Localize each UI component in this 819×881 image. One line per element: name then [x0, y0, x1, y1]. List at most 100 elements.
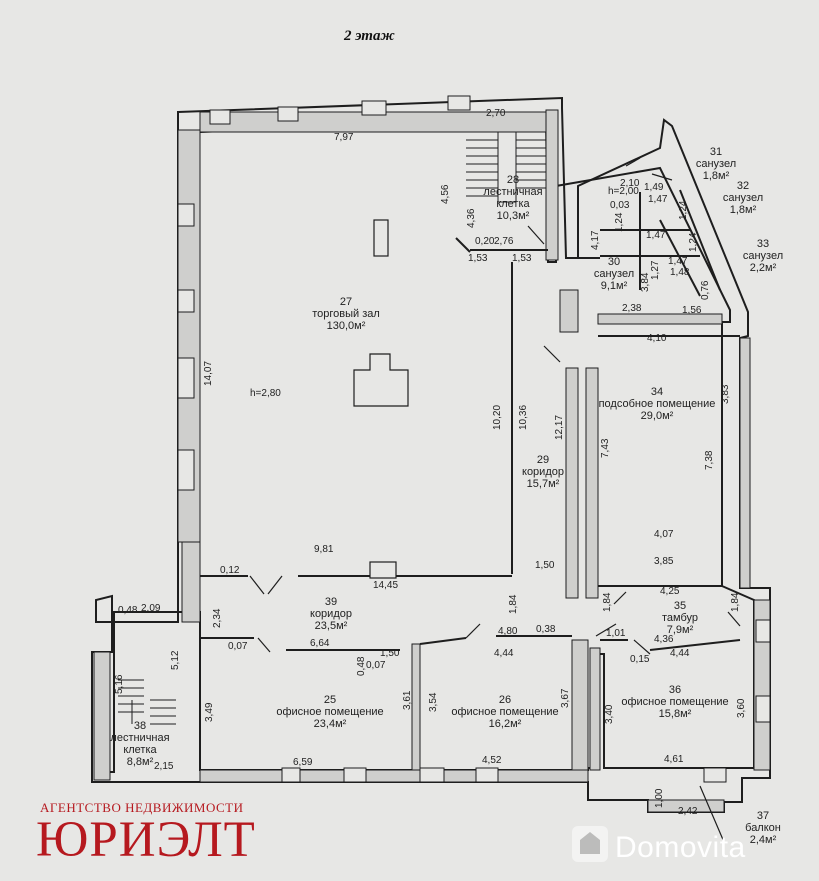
room-number: 39	[324, 596, 338, 608]
dimension-label: 4,25	[660, 586, 680, 597]
room-26-label: 26 офисное помещение 16,2м²	[451, 694, 558, 730]
dimension-label: 1,56	[682, 305, 702, 316]
ceiling-height-label: h=2,00	[608, 186, 639, 197]
dimension-label: 4,52	[482, 755, 502, 766]
room-25-label: 25 офисное помещение 23,4м²	[276, 694, 383, 730]
room-area: 130,0м²	[326, 320, 366, 332]
room-name: лестничная	[483, 186, 543, 198]
dimension-label: 1,84	[730, 592, 741, 612]
wall-segment-office-right-divider	[589, 647, 601, 771]
room-name: коридор	[522, 466, 564, 478]
dimension-label: 4,44	[670, 648, 690, 659]
wall-segment-left-lower	[181, 541, 201, 623]
dimension-label: 3,40	[604, 704, 615, 724]
dimension-label: 0,48	[118, 605, 138, 616]
room-32-label: 32 санузел 1,8м²	[723, 180, 763, 216]
room-number: 33	[756, 238, 770, 250]
dimension-label: 5,16	[114, 674, 125, 694]
room-31-label: 31 санузел 1,8м²	[696, 146, 736, 182]
dimension-label: 10,20	[492, 404, 503, 430]
room-38-label: 38 лестничная клетка 8,8м²	[110, 720, 169, 768]
dimension-label: 12,17	[554, 414, 565, 440]
dimension-label: 1,48	[670, 267, 690, 278]
room-area: 9,1м²	[600, 280, 628, 292]
column-3	[369, 561, 397, 579]
dimension-label: 3,83	[720, 384, 731, 404]
dimension-label: 6,59	[293, 757, 313, 768]
dimension-label: 2,10	[620, 178, 640, 189]
room-name: офисное помещение	[621, 696, 729, 708]
room-name: торговый зал	[312, 308, 380, 320]
room-33-label: 33 санузел 2,2м²	[743, 238, 783, 274]
dimension-label: 14,45	[373, 580, 399, 591]
room-number: 29	[536, 454, 550, 466]
dimension-label: 1,53	[468, 253, 488, 264]
room-number: 26	[498, 694, 512, 706]
room-name: балкон	[745, 822, 781, 834]
room-number: 32	[736, 180, 750, 192]
room-area: 29,0м²	[640, 410, 674, 422]
dimension-label: 4,80	[498, 626, 518, 637]
agency-tagline: АГЕНТСТВО НЕДВИЖИМОСТИ	[40, 800, 244, 815]
room-name: санузел	[742, 250, 784, 262]
room-area: 1,8м²	[729, 204, 757, 216]
room-area: 23,5м²	[314, 620, 348, 632]
dimension-label: 1,47	[668, 256, 688, 267]
dimension-label: 1,24	[614, 212, 625, 232]
room-area: 2,2м²	[749, 262, 777, 274]
wall-segment-right	[739, 337, 751, 589]
room-name: коридор	[310, 608, 352, 620]
room-34-label: 34 подсобное помещение 29,0м²	[599, 386, 716, 422]
room-area: 10,3м²	[496, 210, 530, 222]
dimension-label: 14,07	[203, 360, 214, 386]
dimension-label: 0,38	[536, 624, 556, 635]
wall-segment-corridor-right	[585, 367, 599, 599]
dimension-label: 1,24	[688, 232, 699, 252]
room-number: 28	[506, 174, 520, 186]
room-name: подсобное помещение	[598, 398, 716, 410]
dimension-label: 0,20	[475, 236, 495, 247]
dimension-label: 1,27	[650, 260, 661, 280]
room-area: 16,2м²	[488, 718, 522, 730]
room-number: 38	[133, 720, 147, 732]
room-36-label: 36 офисное помещение 15,8м²	[621, 684, 728, 720]
dimension-label: 5,12	[170, 650, 181, 670]
dimension-label: 0,15	[630, 654, 650, 665]
dimension-label: 1,50	[380, 648, 400, 659]
dimension-label: 7,97	[334, 132, 354, 143]
doors	[249, 157, 741, 843]
wall-segment-sanuzel-left	[559, 289, 579, 333]
room-name-2: клетка	[496, 198, 530, 210]
wall-segment-sanuzel-bottom	[597, 313, 723, 325]
dimension-label: 1,50	[535, 560, 555, 571]
dimension-label: 0,03	[610, 200, 630, 211]
room-29-label: 29 коридор 15,7м²	[522, 454, 564, 490]
room-name: санузел	[593, 268, 635, 280]
room-35-label: 35 тамбур 7,9м²	[662, 600, 698, 636]
room-number: 37	[756, 810, 770, 822]
dimension-label: 0,07	[366, 660, 386, 671]
dimension-label: 1,84	[602, 592, 613, 612]
dimension-label: 1,00	[654, 788, 665, 808]
dimension-label: 0,48	[356, 656, 367, 676]
dimension-label: 4,07	[654, 529, 674, 540]
windows	[177, 95, 771, 783]
dimension-label: 0,76	[700, 280, 711, 300]
dimension-label: 1,49	[644, 182, 664, 193]
watermark-text: Domovita	[615, 831, 746, 864]
room-name: офисное помещение	[451, 706, 559, 718]
dimension-label: 3,67	[560, 688, 571, 708]
room-area: 15,8м²	[658, 708, 692, 720]
wall-segment-stair-left	[93, 651, 111, 781]
room-name: офисное помещение	[276, 706, 384, 718]
room-27-label: 27 торговый зал 130,0м²	[312, 296, 380, 332]
dimension-label: 10,36	[518, 404, 529, 430]
dimension-label: 1,01	[606, 628, 626, 639]
dimension-label: 2,34	[212, 608, 223, 628]
dimension-label: 4,36	[466, 208, 477, 228]
room-number: 27	[339, 296, 353, 308]
room-name: санузел	[695, 158, 737, 170]
room-30-label: 30 санузел 9,1м²	[594, 256, 634, 292]
column-2	[353, 353, 409, 407]
dimension-label: 3,61	[402, 690, 413, 710]
